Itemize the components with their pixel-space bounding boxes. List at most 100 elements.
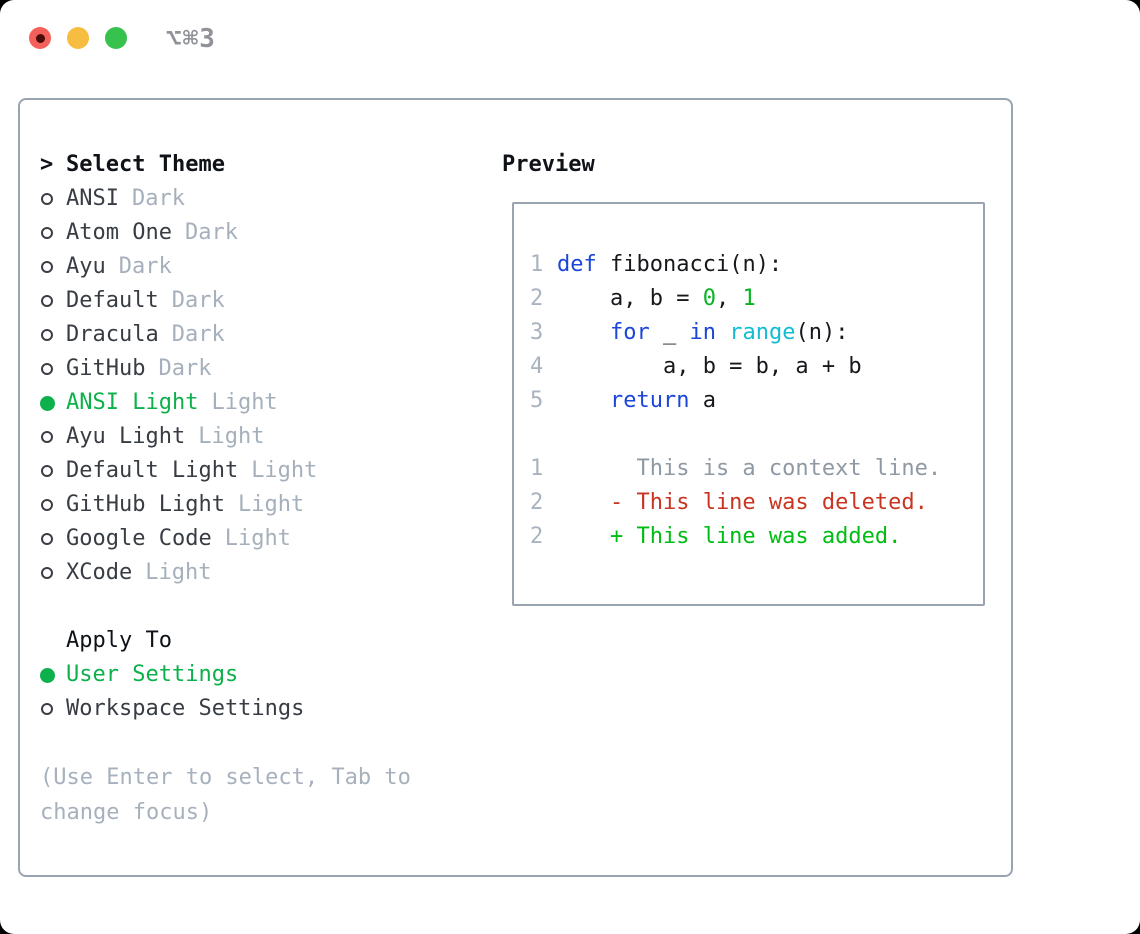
code-line: 2 - This line was deleted. xyxy=(530,486,967,520)
titlebar: ⌥⌘3 xyxy=(0,0,1140,76)
line-number: 1 xyxy=(530,456,544,481)
theme-option[interactable]: Default Light Light xyxy=(40,454,450,488)
line-number: 1 xyxy=(530,252,544,277)
theme-list-header: > Select Theme xyxy=(40,148,450,182)
theme-option-variant: Light xyxy=(145,560,212,585)
keyboard-hint: (Use Enter to select, Tab to change focu… xyxy=(40,765,411,825)
code-token: a, b = xyxy=(557,286,703,311)
spacer xyxy=(40,726,450,760)
apply-option[interactable]: Workspace Settings xyxy=(40,692,450,726)
record-dot-icon xyxy=(35,33,45,43)
apply-option-label: User Settings xyxy=(66,662,239,687)
radio-selected-icon xyxy=(40,395,66,411)
theme-option[interactable]: Atom One Dark xyxy=(40,216,450,250)
theme-option[interactable]: ANSI Light Light xyxy=(40,386,450,420)
radio-icon xyxy=(40,261,66,273)
theme-option-variant: Light xyxy=(251,458,318,483)
theme-option-variant: Dark xyxy=(184,220,238,245)
theme-option-label: Ayu Light xyxy=(66,424,186,449)
code-token: 1 xyxy=(742,286,756,311)
theme-option-variant: Dark xyxy=(171,322,225,347)
theme-option-variant: Light xyxy=(237,492,305,517)
line-number: 2 xyxy=(530,490,544,515)
window-title: ⌥⌘3 xyxy=(166,24,216,54)
code-token xyxy=(557,384,610,418)
code-line: 4 a, b = b, a + b xyxy=(530,350,967,384)
theme-option-label: ANSI Light xyxy=(66,390,199,415)
theme-option[interactable]: GitHub Dark xyxy=(40,352,450,386)
line-number: 2 xyxy=(530,286,544,311)
code-token: a, b = b, a + b xyxy=(557,354,862,379)
apply-option[interactable]: User Settings xyxy=(40,658,450,692)
code-line xyxy=(530,418,967,452)
apply-to-title: Apply To xyxy=(66,628,172,653)
code-line: 2 a, b = 0, 1 xyxy=(530,282,967,316)
code-token: def xyxy=(557,252,597,277)
theme-option-label: GitHub xyxy=(66,356,146,381)
radio-icon xyxy=(40,703,66,715)
radio-icon xyxy=(40,465,66,477)
spacer xyxy=(40,590,450,624)
radio-icon xyxy=(40,499,66,511)
code-line: 2 + This line was added. xyxy=(530,520,967,554)
code-token: 0 xyxy=(702,286,716,311)
theme-option-label: XCode xyxy=(66,560,133,585)
theme-option-label: Ayu xyxy=(66,254,106,279)
code-token: (n): xyxy=(795,320,849,345)
code-token: in xyxy=(689,320,716,345)
code-token: fibonacci(n): xyxy=(596,252,783,277)
theme-option[interactable]: Ayu Dark xyxy=(40,250,450,284)
code-line: 1 This is a context line. xyxy=(530,452,967,486)
minimize-button[interactable] xyxy=(67,27,89,49)
theme-option-variant: Dark xyxy=(118,254,172,279)
code-token: - This line was deleted. xyxy=(557,490,928,515)
theme-option-variant: Light xyxy=(198,424,265,449)
code-token xyxy=(557,316,610,350)
code-token: + This line was added. xyxy=(557,524,902,549)
radio-icon xyxy=(40,567,66,579)
theme-option-variant: Dark xyxy=(131,186,185,211)
theme-option[interactable]: XCode Light xyxy=(40,556,450,590)
prompt-icon: > xyxy=(40,152,54,177)
code-token: for xyxy=(609,320,650,345)
code-token: This is a context line. xyxy=(557,456,942,481)
code-line: 3 for _ in range(n): xyxy=(530,316,967,350)
theme-option-variant: Dark xyxy=(158,356,212,381)
theme-option-label: Google Code xyxy=(66,526,212,551)
theme-option-label: Default Light xyxy=(66,458,239,483)
code-token: a xyxy=(689,388,716,413)
code-token xyxy=(716,316,729,350)
theme-option[interactable]: Google Code Light xyxy=(40,522,450,556)
radio-icon xyxy=(40,193,66,205)
code-token: , xyxy=(715,286,743,311)
theme-option[interactable]: Dracula Dark xyxy=(40,318,450,352)
theme-option-label: ANSI xyxy=(66,186,119,211)
line-number: 4 xyxy=(530,354,544,379)
theme-option[interactable]: Ayu Light Light xyxy=(40,420,450,454)
theme-option-label: Atom One xyxy=(66,220,172,245)
line-number xyxy=(530,418,544,452)
theme-option-variant: Light xyxy=(224,526,291,551)
zoom-button[interactable] xyxy=(105,27,127,49)
close-button[interactable] xyxy=(29,27,51,49)
radio-selected-icon xyxy=(40,667,66,683)
code-token: range xyxy=(729,320,796,345)
apply-to-header: Apply To xyxy=(40,624,450,658)
apply-option-label: Workspace Settings xyxy=(66,696,305,721)
theme-option-variant: Dark xyxy=(171,288,225,313)
theme-option[interactable]: ANSI Dark xyxy=(40,182,450,216)
code-token: _ xyxy=(649,320,690,345)
theme-option-label: Dracula xyxy=(66,322,159,347)
code-line: 5 return a xyxy=(530,384,967,418)
radio-icon xyxy=(40,329,66,341)
theme-option-variant: Light xyxy=(211,390,278,415)
